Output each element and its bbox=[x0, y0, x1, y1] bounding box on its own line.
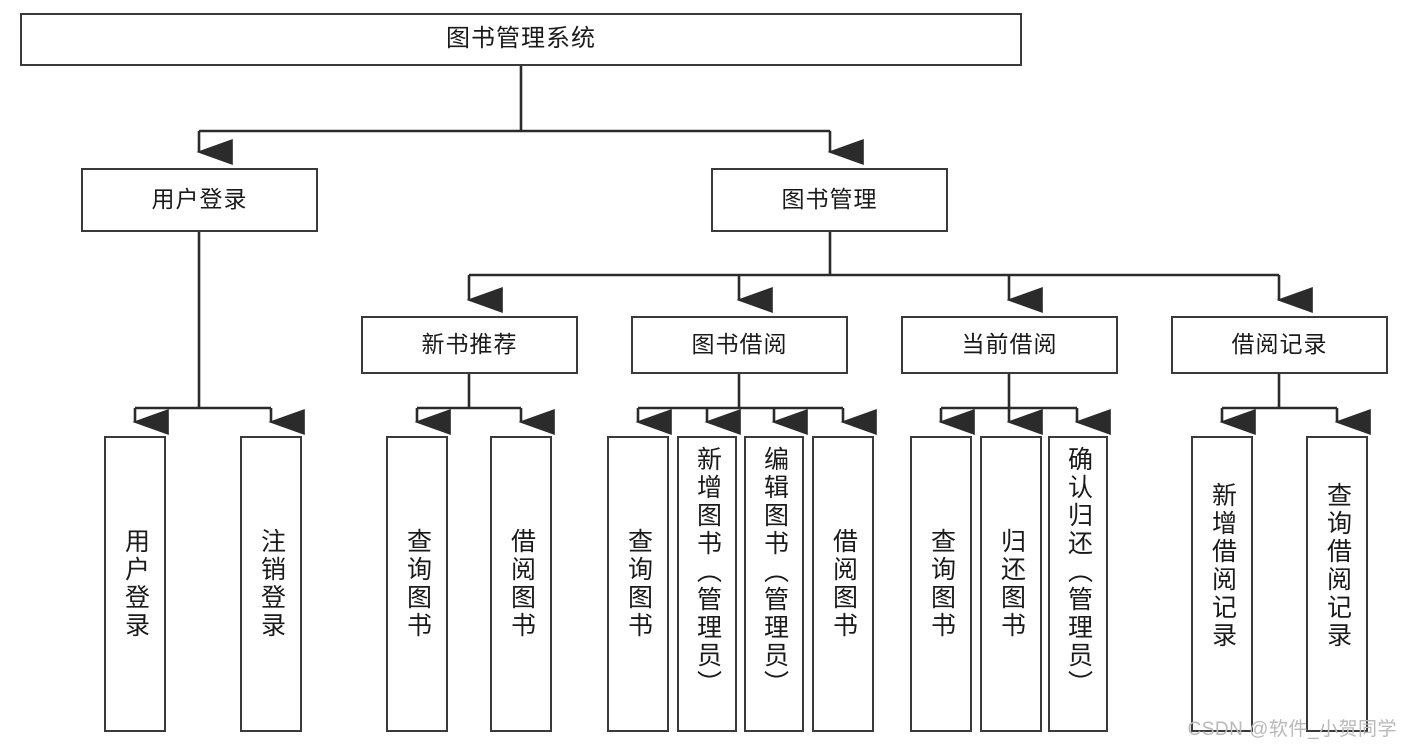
node-root[interactable]: 图书管理系统 bbox=[20, 13, 1022, 66]
node-user-login[interactable]: 用户登录 bbox=[81, 168, 318, 232]
leaf-new-book-borrow-label: 借阅图书 bbox=[507, 528, 536, 640]
node-user-login-label: 用户登录 bbox=[151, 186, 248, 213]
leaf-current-borrow-return[interactable]: 归还图书 bbox=[980, 436, 1042, 732]
leaf-current-borrow-return-label: 归还图书 bbox=[997, 528, 1026, 640]
node-borrow-record[interactable]: 借阅记录 bbox=[1171, 316, 1388, 374]
leaf-user-login-signin-label: 用户登录 bbox=[121, 528, 150, 640]
node-borrow-record-label: 借阅记录 bbox=[1231, 331, 1328, 358]
csdn-watermark: CSDN @软件_小贺同学 bbox=[1187, 719, 1397, 740]
node-current-borrow-label: 当前借阅 bbox=[961, 331, 1058, 358]
leaf-borrow-record-query[interactable]: 查询借阅记录 bbox=[1306, 436, 1368, 732]
leaf-book-borrow-edit-label: 编辑图书（管理员） bbox=[760, 446, 789, 698]
node-book-management[interactable]: 图书管理 bbox=[711, 168, 948, 232]
leaf-book-borrow-query[interactable]: 查询图书 bbox=[607, 436, 669, 732]
leaf-new-book-query[interactable]: 查询图书 bbox=[386, 436, 448, 732]
leaf-book-borrow-borrow[interactable]: 借阅图书 bbox=[812, 436, 874, 732]
leaf-user-login-signout[interactable]: 注销登录 bbox=[240, 436, 302, 732]
leaf-book-borrow-add[interactable]: 新增图书（管理员） bbox=[677, 436, 737, 732]
leaf-current-borrow-confirm-label: 确认归还（管理员） bbox=[1064, 446, 1093, 698]
leaf-book-borrow-query-label: 查询图书 bbox=[624, 528, 653, 640]
node-root-label: 图书管理系统 bbox=[446, 25, 596, 53]
node-current-borrow[interactable]: 当前借阅 bbox=[901, 316, 1118, 374]
leaf-borrow-record-query-label: 查询借阅记录 bbox=[1323, 482, 1352, 650]
leaf-user-login-signout-label: 注销登录 bbox=[257, 528, 286, 640]
leaf-current-borrow-query[interactable]: 查询图书 bbox=[910, 436, 972, 732]
leaf-borrow-record-add[interactable]: 新增借阅记录 bbox=[1191, 436, 1253, 732]
leaf-current-borrow-confirm[interactable]: 确认归还（管理员） bbox=[1048, 436, 1108, 732]
leaf-borrow-record-add-label: 新增借阅记录 bbox=[1208, 482, 1237, 650]
leaf-book-borrow-edit[interactable]: 编辑图书（管理员） bbox=[744, 436, 804, 732]
node-book-borrow[interactable]: 图书借阅 bbox=[631, 316, 848, 374]
leaf-current-borrow-query-label: 查询图书 bbox=[927, 528, 956, 640]
leaf-user-login-signin[interactable]: 用户登录 bbox=[104, 436, 166, 732]
node-book-management-label: 图书管理 bbox=[781, 186, 878, 213]
leaf-new-book-query-label: 查询图书 bbox=[403, 528, 432, 640]
node-book-borrow-label: 图书借阅 bbox=[691, 331, 788, 358]
leaf-book-borrow-add-label: 新增图书（管理员） bbox=[693, 446, 722, 698]
node-new-book-recommend[interactable]: 新书推荐 bbox=[361, 316, 578, 374]
leaf-book-borrow-borrow-label: 借阅图书 bbox=[829, 528, 858, 640]
leaf-new-book-borrow[interactable]: 借阅图书 bbox=[490, 436, 552, 732]
node-new-book-recommend-label: 新书推荐 bbox=[421, 331, 518, 358]
